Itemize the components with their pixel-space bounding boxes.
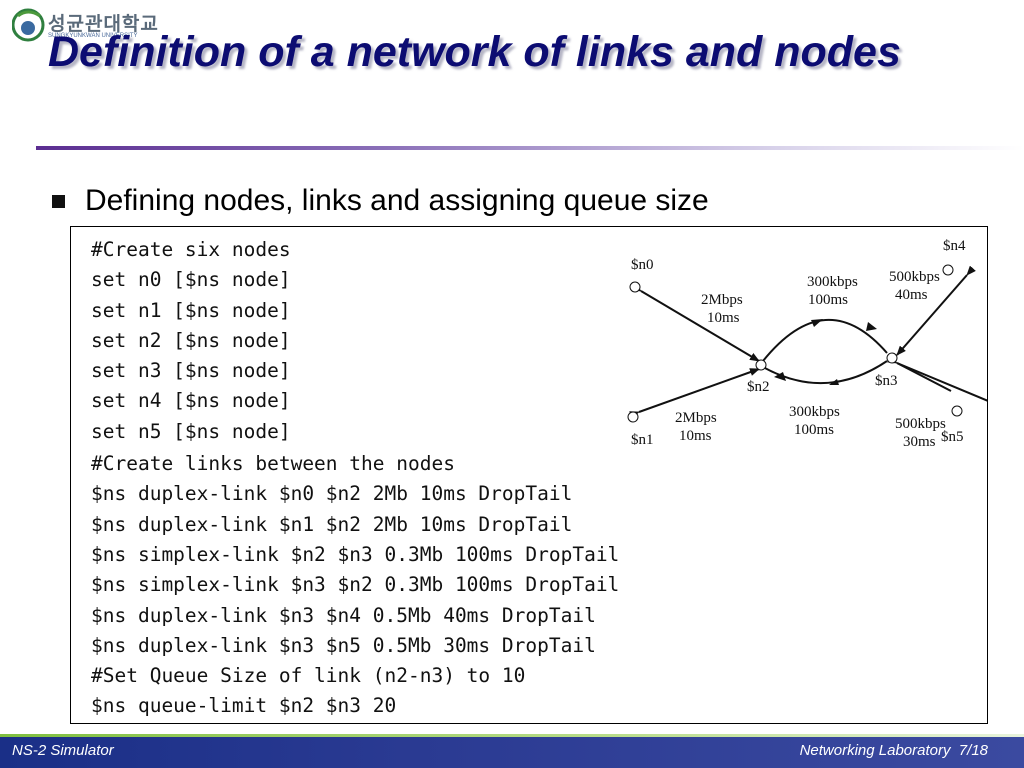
code-line: set n2 [$ns node] <box>91 328 291 352</box>
link-n1-n2 <box>629 368 760 419</box>
code-listing: #Create six nodes set n0 [$ns node] set … <box>91 235 619 722</box>
arrow-n3-n2-mid-icon <box>829 379 839 385</box>
link-label-n1-n2-delay: 10ms <box>679 428 712 444</box>
code-line: set n0 [$ns node] <box>91 268 291 292</box>
logo-subtext: SUNGKYUNKWAN UNIVERSITY <box>48 33 138 39</box>
node-label-n4: $n4 <box>943 238 966 254</box>
footer-course-name: NS-2 Simulator <box>12 742 114 759</box>
link-n3-n5 <box>896 362 987 402</box>
network-topology-diagram: $n0 $n1 $n2 $n3 $n4 $n5 2Mbps 10ms 2Mbps… <box>627 238 987 450</box>
code-line: set n1 [$ns node] <box>91 298 291 322</box>
code-line: $ns duplex-link $n3 $n4 0.5Mb 40ms DropT… <box>91 603 596 627</box>
bullet-item: Defining nodes, links and assigning queu… <box>52 184 709 218</box>
node-n2 <box>755 359 767 371</box>
footer-bar <box>0 737 1024 768</box>
link-n3-n4 <box>896 265 976 356</box>
code-line: $ns duplex-link $n0 $n2 2Mb 10ms DropTai… <box>91 482 573 506</box>
link-n3-n2 <box>762 360 888 384</box>
link-label-n3-n2-delay: 100ms <box>794 422 834 438</box>
link-label-n0-n2-delay: 10ms <box>707 310 740 326</box>
code-line: set n3 [$ns node] <box>91 359 291 383</box>
arrow-n2-n3-mid-icon <box>811 319 823 327</box>
link-label-n2-n3-bw: 300kbps <box>807 274 858 290</box>
link-label-n1-n2-bw: 2Mbps <box>675 410 717 426</box>
university-logo: 성균관대학교 SUNGKYUNKWAN UNIVERSITY <box>11 6 172 44</box>
link-label-n0-n2-bw: 2Mbps <box>701 292 743 308</box>
code-line: $ns queue-limit $n2 $n3 20 <box>91 694 397 718</box>
code-line: set n5 [$ns node] <box>91 419 291 443</box>
code-line: $ns duplex-link $n1 $n2 2Mb 10ms DropTai… <box>91 512 573 536</box>
node-n1 <box>627 411 639 423</box>
code-panel: #Create six nodes set n0 [$ns node] set … <box>70 226 988 724</box>
arrow-n3-n2-icon <box>774 372 786 381</box>
slide-title: Definition of a network of links and nod… <box>48 28 901 76</box>
node-n3 <box>886 352 898 364</box>
node-label-n3: $n3 <box>875 373 898 389</box>
code-line: set n4 [$ns node] <box>91 389 291 413</box>
node-n4 <box>942 264 954 276</box>
university-emblem-icon <box>11 8 45 42</box>
link-label-n3-n5-delay: 30ms <box>903 434 936 450</box>
arrow-n2-n3-icon <box>866 322 877 331</box>
code-line: #Set Queue Size of link (n2-n3) to 10 <box>91 664 526 688</box>
link-label-n3-n2-bw: 300kbps <box>789 404 840 420</box>
bullet-text: Defining nodes, links and assigning queu… <box>85 184 709 217</box>
link-label-n3-n5-bw: 500kbps <box>895 416 946 432</box>
node-n5 <box>951 405 963 417</box>
node-n0 <box>629 281 641 293</box>
node-label-n5: $n5 <box>941 429 964 445</box>
logo-text: 성균관대학교 <box>48 13 159 35</box>
code-line: $ns duplex-link $n3 $n5 0.5Mb 30ms DropT… <box>91 633 596 657</box>
footer-accent-line <box>0 734 1024 737</box>
link-n3-n5-back <box>887 355 952 392</box>
footer-page-info: Networking Laboratory 7/18 <box>799 742 988 759</box>
link-n2-n3 <box>762 319 888 362</box>
node-label-n1: $n1 <box>631 432 654 448</box>
code-line: #Create links between the nodes <box>91 452 455 476</box>
square-bullet-icon <box>52 194 65 208</box>
node-label-n0: $n0 <box>631 257 654 273</box>
link-label-n2-n3-delay: 100ms <box>808 292 848 308</box>
title-divider <box>36 146 1024 150</box>
link-label-n3-n4-bw: 500kbps <box>889 269 940 285</box>
code-line: $ns simplex-link $n3 $n2 0.3Mb 100ms Dro… <box>91 573 620 597</box>
code-line: $ns simplex-link $n2 $n3 0.3Mb 100ms Dro… <box>91 542 620 566</box>
link-n0-n2 <box>631 282 760 362</box>
link-label-n3-n4-delay: 40ms <box>895 287 928 303</box>
code-line: #Create six nodes <box>91 238 291 261</box>
node-label-n2: $n2 <box>747 379 770 395</box>
